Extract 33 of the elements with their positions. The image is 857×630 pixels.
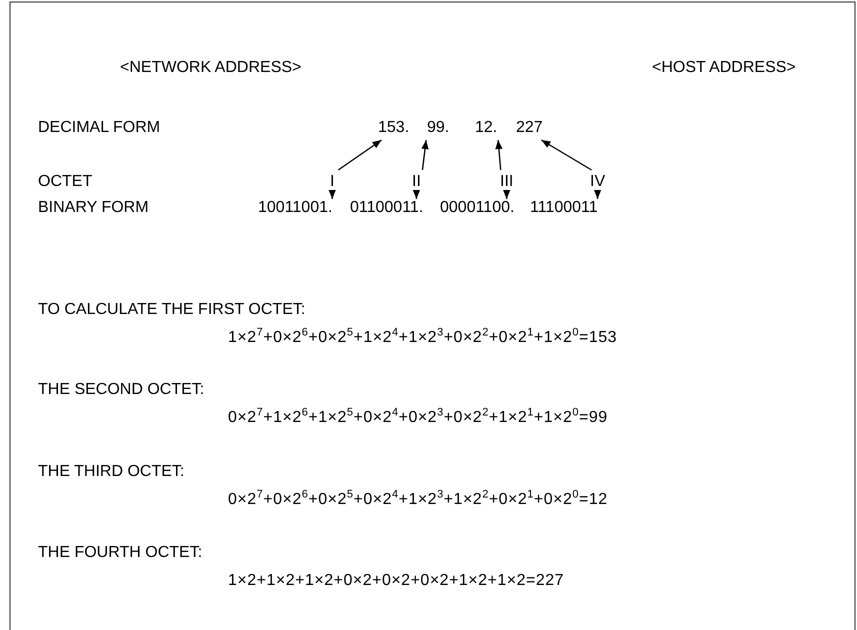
arrow — [541, 139, 592, 171]
arrow — [503, 190, 510, 199]
octet-numeral: IV — [590, 172, 606, 192]
octet-numeral: II — [412, 172, 421, 192]
arrow — [495, 140, 503, 170]
row-label: OCTET — [38, 172, 92, 192]
decimal-number: 12. — [475, 118, 498, 138]
arrow — [594, 190, 602, 199]
decimal-number: 99. — [427, 118, 450, 138]
section-heading: <HOST ADDRESS> — [652, 58, 796, 78]
octet-numeral: III — [500, 172, 514, 192]
formula: 0×2$^{7}$+1×2$^{6}$+1×2$^{5}$+0×2$^{4}$+0×2$^{3}$+0×2$^{2}$+1×2$^{1}$+1×2$^{0}$=99 — [228, 408, 608, 428]
note-text: TO CALCULATE THE FIRST OCTET: — [38, 300, 306, 320]
formula: 1×2$^{7}$+0×2$^{6}$+0×2$^{5}$+1×2$^{4}$+1×2$^{3}$+0×2$^{2}$+0×2$^{1}$+1×2$^{0}$=153 — [228, 328, 618, 348]
binary-number: 01100011. — [350, 198, 424, 218]
decimal-number: 227 — [516, 118, 543, 138]
octet-numeral: I — [330, 172, 334, 192]
note-text: THE SECOND OCTET: — [38, 380, 204, 400]
binary-number: 10011001. — [258, 198, 332, 218]
arrow — [338, 139, 382, 171]
decimal-number: 153. — [378, 118, 410, 138]
binary-number: 00001100. — [440, 198, 514, 218]
binary-number: 11100011 — [530, 198, 598, 218]
formula: 1×2+1×2+1×2+0×2+0×2+0×2+1×2+1×2=227 — [228, 571, 564, 591]
arrow — [328, 190, 336, 199]
note-text: THE FOURTH OCTET: — [38, 543, 202, 563]
formula: 0×2$^{7}$+0×2$^{6}$+0×2$^{5}$+0×2$^{4}$+1×2$^{3}$+1×2$^{2}$+0×2$^{1}$+0×2$^{0}$=12 — [228, 490, 608, 510]
row-label: BINARY FORM — [38, 198, 149, 218]
arrow — [421, 140, 429, 170]
note-text: THE THIRD OCTET: — [38, 462, 184, 482]
arrow — [412, 190, 420, 199]
section-heading: <NETWORK ADDRESS> — [120, 58, 302, 78]
row-label: DECIMAL FORM — [38, 118, 160, 138]
